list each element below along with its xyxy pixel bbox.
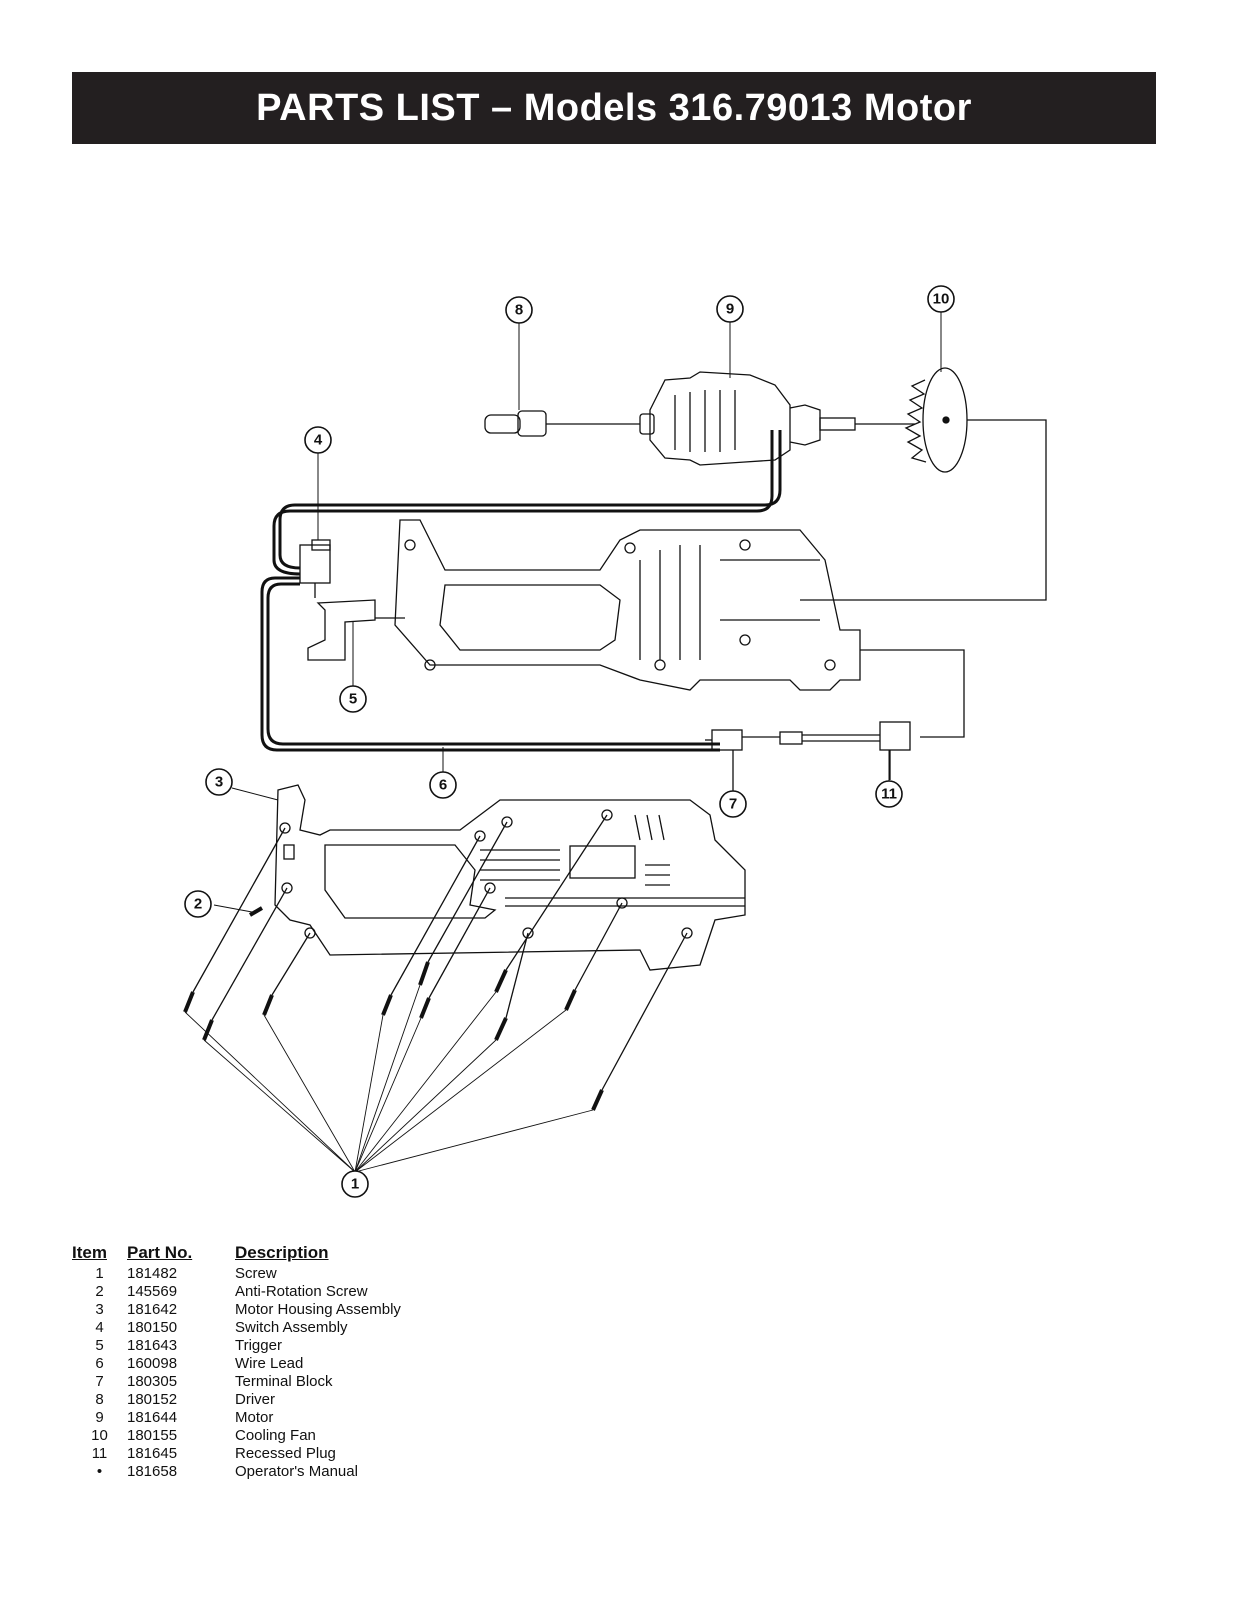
description-cell: Motor [235,1409,274,1426]
callout-1: 1 [341,1170,369,1198]
part-no-cell: 181645 [127,1445,178,1462]
item-cell: 7 [95,1373,104,1390]
table-row: 9 181644 Motor [72,1409,495,1427]
svg-text:10: 10 [933,291,950,308]
part-no-cell: 181482 [127,1265,178,1282]
housing-inner-drawing [394,519,965,738]
part-no-cell: 180152 [127,1391,178,1408]
part-no-cell: 181644 [127,1409,178,1426]
description-cell: Trigger [235,1337,282,1354]
svg-text:2: 2 [194,896,202,913]
item-cell: 10 [91,1427,108,1444]
item-cell: 11 [91,1445,108,1462]
svg-text:4: 4 [314,432,323,449]
item-cell: • [96,1463,103,1480]
callout-9: 9 [716,295,744,323]
svg-text:1: 1 [351,1176,359,1193]
item-cell: 9 [95,1409,104,1426]
item-cell: 8 [95,1391,104,1408]
switch-assembly-drawing [299,539,331,598]
description-cell: Recessed Plug [235,1445,336,1462]
description-cell: Screw [235,1265,277,1282]
table-row: 1 181482 Screw [72,1265,495,1283]
svg-text:5: 5 [349,691,357,708]
terminal-block-drawing [705,729,780,795]
driver-drawing [484,410,640,437]
description-cell: Cooling Fan [235,1427,316,1444]
title-bar: PARTS LIST – Models 316.79013 Motor [72,72,1156,144]
recessed-plug-drawing [779,721,911,780]
part-no-cell: 181642 [127,1301,178,1318]
svg-text:9: 9 [726,301,734,318]
table-row: 5 181643 Trigger [72,1337,495,1355]
page-title: PARTS LIST – Models 316.79013 Motor [256,86,972,129]
parts-list-table: Item Part No. Description 1 181482 Screw 2… [72,1244,495,1481]
callout-6: 6 [429,771,457,799]
description-cell: Terminal Block [235,1373,333,1390]
callout-10: 10 [927,285,955,313]
svg-text:8: 8 [515,302,523,319]
svg-text:3: 3 [215,774,223,791]
part-no-header: Part No. [127,1243,193,1262]
description-cell: Motor Housing Assembly [235,1301,401,1318]
part-no-cell: 180305 [127,1373,178,1390]
description-cell: Anti-Rotation Screw [235,1283,368,1300]
part-no-cell: 181658 [127,1463,178,1480]
description-header: Description [235,1243,329,1262]
item-cell: 1 [95,1265,104,1282]
callout-8: 8 [505,296,533,324]
description-cell: Switch Assembly [235,1319,348,1336]
table-row: 6 160098 Wire Lead [72,1355,495,1373]
svg-text:6: 6 [439,777,447,794]
callout-5: 5 [339,685,367,713]
table-row: • 181658 Operator's Manual [72,1463,495,1481]
part-no-cell: 181643 [127,1337,178,1354]
description-cell: Wire Lead [235,1355,304,1372]
callout-4: 4 [304,426,332,454]
callout-11: 11 [875,780,903,808]
screws-drawing [183,814,688,1173]
table-row: 7 180305 Terminal Block [72,1373,495,1391]
callout-3: 3 [205,768,233,796]
item-cell: 5 [95,1337,104,1354]
item-cell: 6 [95,1355,104,1372]
item-cell: 3 [95,1301,104,1318]
table-row: 8 180152 Driver [72,1391,495,1409]
svg-text:7: 7 [729,796,737,813]
wire-lead-drawing [260,430,782,752]
table-row: 4 180150 Switch Assembly [72,1319,495,1337]
svg-text:11: 11 [881,786,897,803]
cooling-fan-drawing [800,367,1047,601]
callout-7: 7 [719,790,747,818]
table-row: 10 180155 Cooling Fan [72,1427,495,1445]
motor-housing-drawing [274,784,746,971]
item-cell: 4 [95,1319,104,1336]
callout-2: 2 [184,890,212,918]
table-row: 2 145569 Anti-Rotation Screw [72,1283,495,1301]
item-cell: 2 [95,1283,104,1300]
description-cell: Driver [235,1391,275,1408]
callout-leaders [231,312,942,801]
part-no-cell: 160098 [127,1355,178,1372]
table-header-row: Item Part No. Description [72,1244,495,1265]
description-cell: Operator's Manual [235,1463,358,1480]
motor-drawing [639,371,915,466]
part-no-cell: 180150 [127,1319,178,1336]
trigger-drawing [307,599,405,661]
table-row: 11 181645 Recessed Plug [72,1445,495,1463]
part-no-cell: 145569 [127,1283,178,1300]
part-no-cell: 180155 [127,1427,178,1444]
item-header: Item [72,1243,107,1262]
table-row: 3 181642 Motor Housing Assembly [72,1301,495,1319]
